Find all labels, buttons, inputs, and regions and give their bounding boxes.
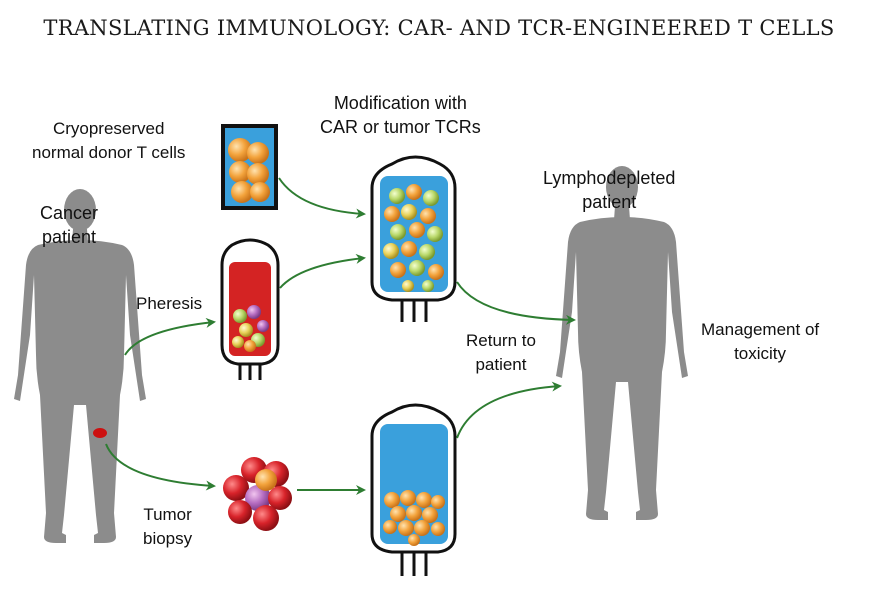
label-cancer-patient: Cancer patient <box>40 203 99 247</box>
pheresis-bag-icon <box>220 238 280 380</box>
modification-bag-icon <box>370 155 457 322</box>
arrow-patient-to-pheresis <box>124 317 216 356</box>
lymphodepleted-patient-silhouette-icon <box>556 166 688 520</box>
expansion-bag-icon <box>370 403 457 576</box>
label-pheresis: Pheresis <box>136 294 203 313</box>
expanded-t-cells <box>383 490 445 546</box>
arrow-expansion-to-patient <box>456 381 562 439</box>
arrow-tumor-to-biopsy <box>105 443 216 491</box>
label-return-to-patient: Return to patient <box>466 331 536 374</box>
tumor-site-marker <box>93 428 107 438</box>
flow-arrows <box>105 177 576 495</box>
arrow-vial-to-modification <box>278 177 366 219</box>
arrow-modification-to-patient <box>456 281 576 325</box>
engineered-t-cells <box>383 184 444 292</box>
label-cryopreserved: Cryopreserved normal donor T cells <box>32 119 186 162</box>
label-lymphodepleted: Lymphodepleted patient <box>543 168 676 212</box>
label-modification: Modification with CAR or tumor TCRs <box>320 93 481 137</box>
arrow-pheresis-to-modification <box>279 253 366 289</box>
tumor-cluster-icon <box>223 457 292 531</box>
label-management-of-toxicity: Management of toxicity <box>701 320 820 363</box>
cryo-vial-icon <box>221 124 278 210</box>
diagram-title: TRANSLATING IMMUNOLOGY: CAR- AND TCR-ENG… <box>43 16 835 40</box>
label-tumor-biopsy: Tumor biopsy <box>143 505 193 548</box>
